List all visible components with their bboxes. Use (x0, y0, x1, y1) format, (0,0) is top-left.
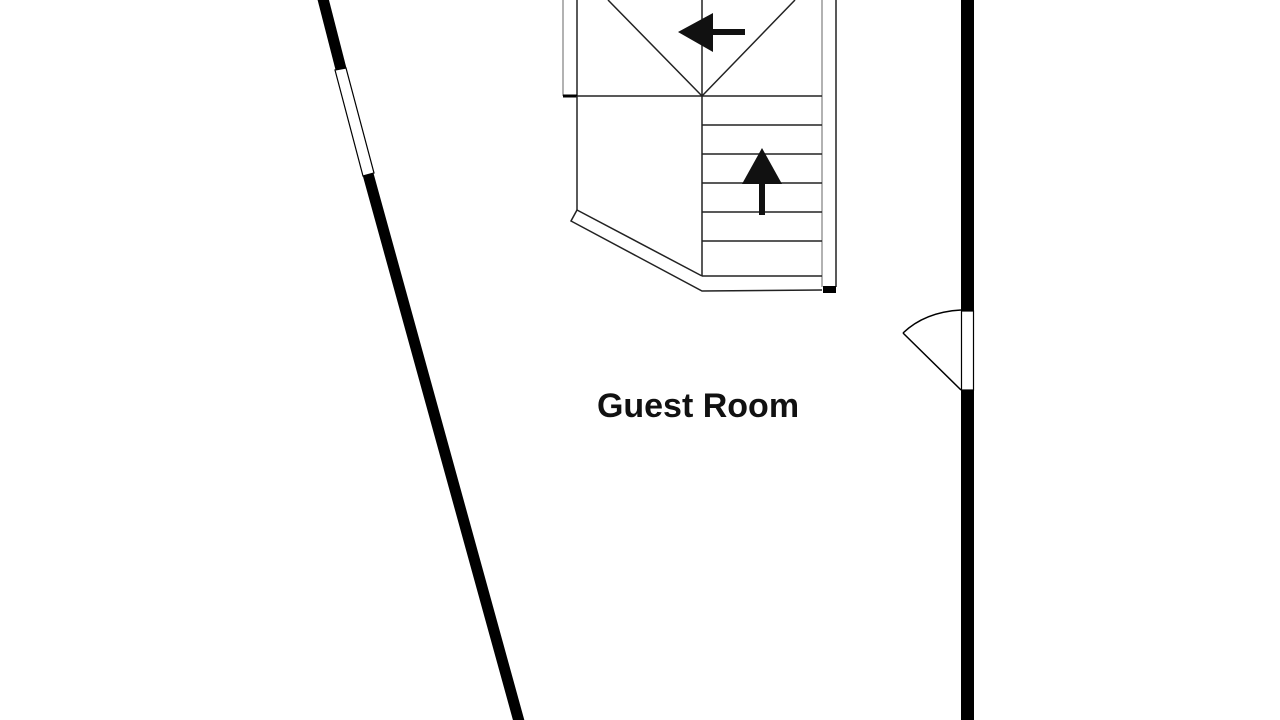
room-label: Guest Room (597, 387, 799, 425)
door-opening (960, 310, 975, 391)
arrow-up-icon (742, 148, 782, 215)
staircase (562, 0, 837, 293)
window (334, 67, 375, 177)
arrow-left-icon (678, 13, 745, 52)
left-wall (317, 0, 525, 720)
right-wall (960, 0, 975, 720)
door (902, 309, 962, 391)
